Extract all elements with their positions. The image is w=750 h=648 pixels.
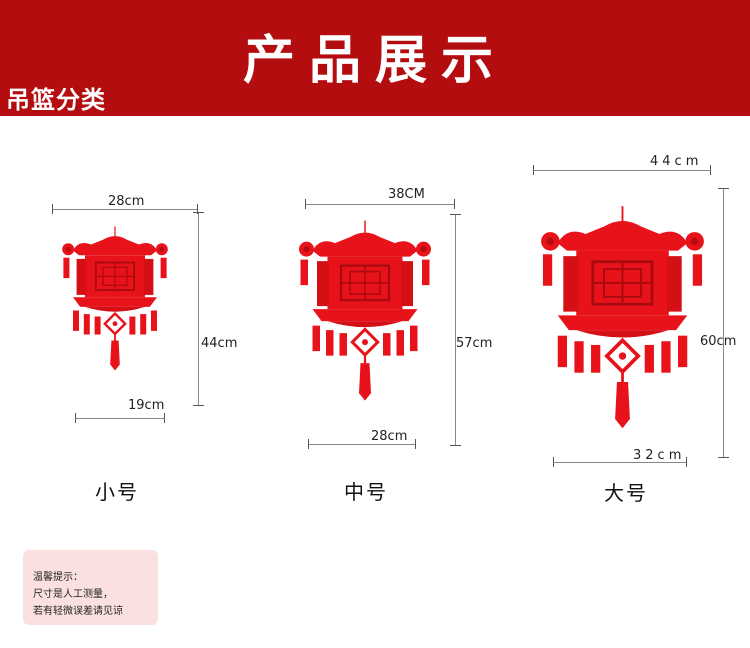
height-large: 60cm <box>700 334 737 349</box>
bottom-width-large: 32cm <box>633 448 686 463</box>
bottom-width-line-medium <box>308 444 416 445</box>
bottom-width-line-small <box>75 418 165 419</box>
page-title: 产品展示 <box>242 31 507 91</box>
size-label-small: 小号 <box>95 480 139 504</box>
height-small: 44cm <box>201 336 238 351</box>
lantern-large-image <box>539 204 706 431</box>
size-label-medium: 中号 <box>344 480 388 504</box>
notice-line-1: 尺寸是人工测量， <box>33 589 113 600</box>
height-line-medium <box>455 214 456 446</box>
header-banner: 产品展示 吊篮分类 <box>0 0 750 116</box>
warm-notice: 温馨提示： 尺寸是人工测量， 若有轻微误差请见谅 <box>23 550 158 625</box>
top-width-line-small <box>52 209 198 210</box>
top-width-small: 28cm <box>108 194 145 209</box>
height-medium: 57cm <box>456 336 493 351</box>
notice-line-2: 若有轻微误差请见谅 <box>33 606 123 617</box>
size-label-large: 大号 <box>604 481 648 505</box>
top-width-line-large <box>533 170 711 171</box>
top-width-large: 44cm <box>650 154 703 169</box>
top-width-medium: 38CM <box>388 187 425 202</box>
lantern-medium-image <box>297 219 433 403</box>
category-label: 吊篮分类 <box>6 86 106 114</box>
notice-title: 温馨提示： <box>33 572 83 583</box>
top-width-line-medium <box>305 204 455 205</box>
bottom-width-small: 19cm <box>128 398 165 413</box>
bottom-width-medium: 28cm <box>371 429 408 444</box>
height-line-large <box>723 188 724 458</box>
bottom-width-line-large <box>553 462 687 463</box>
height-line-small <box>198 212 199 406</box>
lantern-small-image <box>61 225 170 372</box>
